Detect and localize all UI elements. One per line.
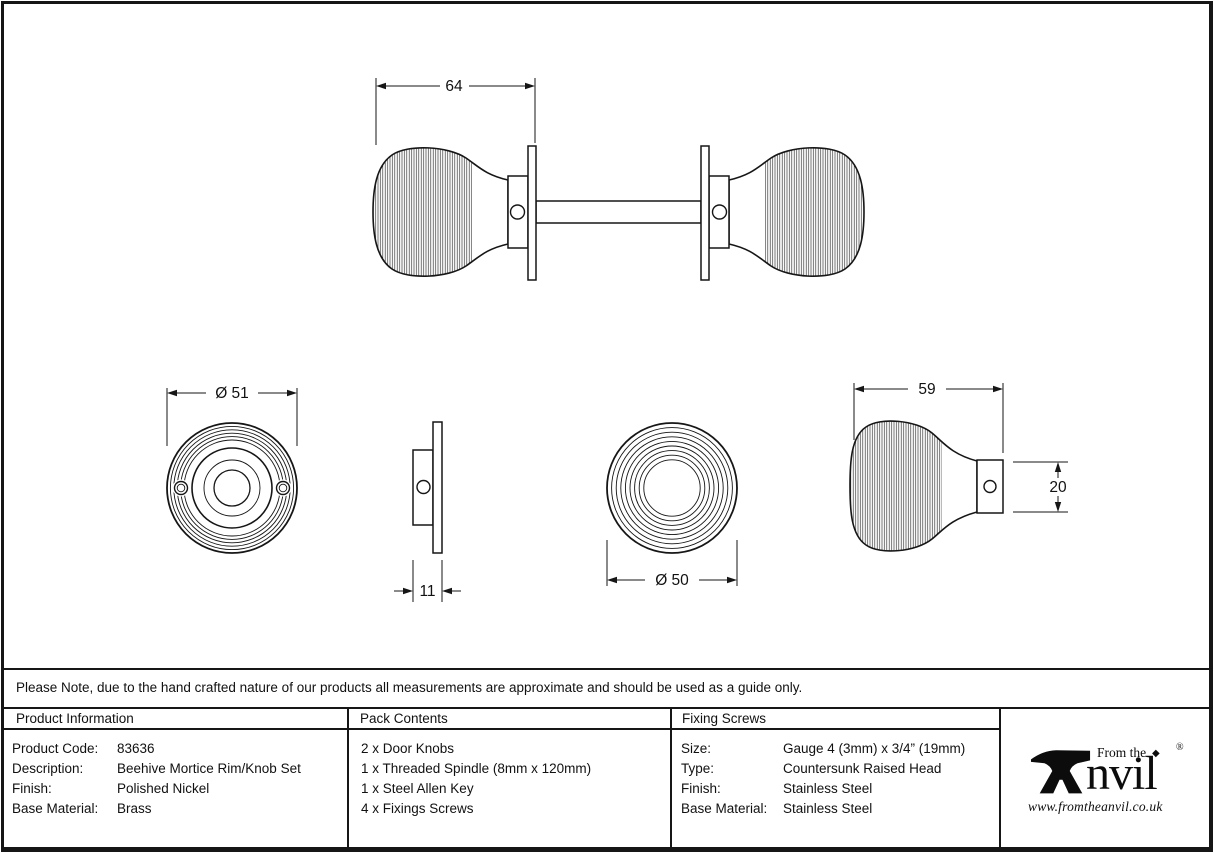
left-knob-shape <box>372 145 537 281</box>
rose-screw <box>416 479 431 495</box>
arrowhead <box>607 576 617 584</box>
brand-text: nvil <box>1086 747 1158 800</box>
brand-logo <box>999 707 1208 848</box>
arrowhead <box>442 587 452 595</box>
arrowhead <box>1054 502 1062 512</box>
knob-reeding <box>850 421 942 551</box>
dim-label-64: 64 <box>445 78 463 95</box>
rose-screw-holes <box>172 479 292 497</box>
pack-item: 4 x Fixings Screws <box>361 801 474 816</box>
arrowhead <box>1054 462 1062 472</box>
drawing-rose-side: 11 <box>394 421 461 602</box>
pack-item: 1 x Steel Allen Key <box>361 781 474 796</box>
table-top-line <box>3 707 1211 709</box>
knob-reeding <box>765 147 864 277</box>
field-value: 83636 <box>117 741 155 756</box>
pack-item: 1 x Threaded Spindle (8mm x 120mm) <box>361 761 592 776</box>
knob-reeding <box>373 147 472 277</box>
field-label: Product Code: <box>12 741 99 756</box>
column-header-product-information: Product Information <box>16 711 134 726</box>
right-rose-shape <box>700 145 710 281</box>
dimension-rose-diameter: Ø 51 <box>166 385 298 446</box>
dimension-collar-height: 20 <box>1013 461 1068 513</box>
drawing-rose-front: Ø 51 <box>166 385 298 554</box>
table-column-line <box>999 707 1001 848</box>
drawing-knob-assembly: 64 <box>372 78 865 281</box>
field-label: Type: <box>681 761 715 776</box>
left-grub-screw <box>509 204 526 220</box>
right-knob-shape <box>700 145 865 281</box>
pack-item: 2 x Door Knobs <box>361 741 455 756</box>
arrowhead <box>727 576 737 584</box>
table-column-line <box>347 707 349 848</box>
side-grub-screw <box>983 479 997 494</box>
table-column-line <box>670 707 672 848</box>
dimension-knob-width: 59 <box>853 381 1004 453</box>
brand-prefix-text: From the <box>1097 745 1147 760</box>
arrowhead <box>854 385 864 393</box>
rose-plate-shape <box>432 421 443 554</box>
field-value: Beehive Mortice Rim/Knob Set <box>117 761 301 776</box>
website-text: www.fromtheanvil.co.uk <box>1028 799 1163 814</box>
field-label: Finish: <box>681 781 721 796</box>
dim-label-collar-height: 20 <box>1049 479 1067 496</box>
drawing-knob-front: Ø 50 <box>606 422 738 589</box>
diamond-icon: ◆ <box>1152 748 1160 759</box>
field-value: Brass <box>117 801 152 816</box>
field-label: Size: <box>681 741 712 756</box>
dimension-assembly-width: 64 <box>375 78 536 145</box>
drawing-knob-side: 59 20 <box>849 381 1068 552</box>
dimension-knob-diameter: Ø 50 <box>606 540 738 589</box>
anvil-icon <box>1030 750 1091 794</box>
note-text: Please Note, due to the hand crafted nat… <box>16 680 803 695</box>
field-value: Stainless Steel <box>783 801 873 816</box>
registered-mark: ® <box>1176 742 1184 753</box>
arrowhead <box>287 389 297 397</box>
field-value: Countersunk Raised Head <box>783 761 942 776</box>
field-value: Polished Nickel <box>117 781 210 796</box>
dimension-rose-depth: 11 <box>394 560 461 602</box>
spindle-hole <box>213 469 251 507</box>
field-label: Finish: <box>12 781 52 796</box>
field-label: Base Material: <box>12 801 99 816</box>
field-label: Description: <box>12 761 84 776</box>
dim-label-rose-depth: 11 <box>419 583 435 600</box>
note-row: Please Note, due to the hand crafted nat… <box>4 668 1210 707</box>
field-value: Gauge 4 (3mm) x 3/4” (19mm) <box>783 741 966 756</box>
arrowhead <box>525 82 535 90</box>
table-header-line <box>3 728 1000 730</box>
dim-label-rose-diameter: Ø 51 <box>215 385 249 402</box>
side-knob-shape <box>849 420 1004 552</box>
dim-label-knob-width: 59 <box>918 381 935 398</box>
spindle-shape <box>535 200 702 224</box>
left-rose-shape <box>527 145 537 281</box>
field-label: Base Material: <box>681 801 768 816</box>
column-header-pack-contents: Pack Contents <box>360 711 448 726</box>
right-grub-screw <box>711 204 728 220</box>
field-value: Stainless Steel <box>783 781 873 796</box>
technical-drawings: 64 <box>166 78 1068 602</box>
arrowhead <box>376 82 386 90</box>
dim-label-knob-diameter: Ø 50 <box>655 572 689 589</box>
arrowhead <box>167 389 177 397</box>
arrowhead <box>403 587 413 595</box>
column-header-fixing-screws: Fixing Screws <box>682 711 767 726</box>
arrowhead <box>993 385 1003 393</box>
divider <box>3 668 1211 670</box>
